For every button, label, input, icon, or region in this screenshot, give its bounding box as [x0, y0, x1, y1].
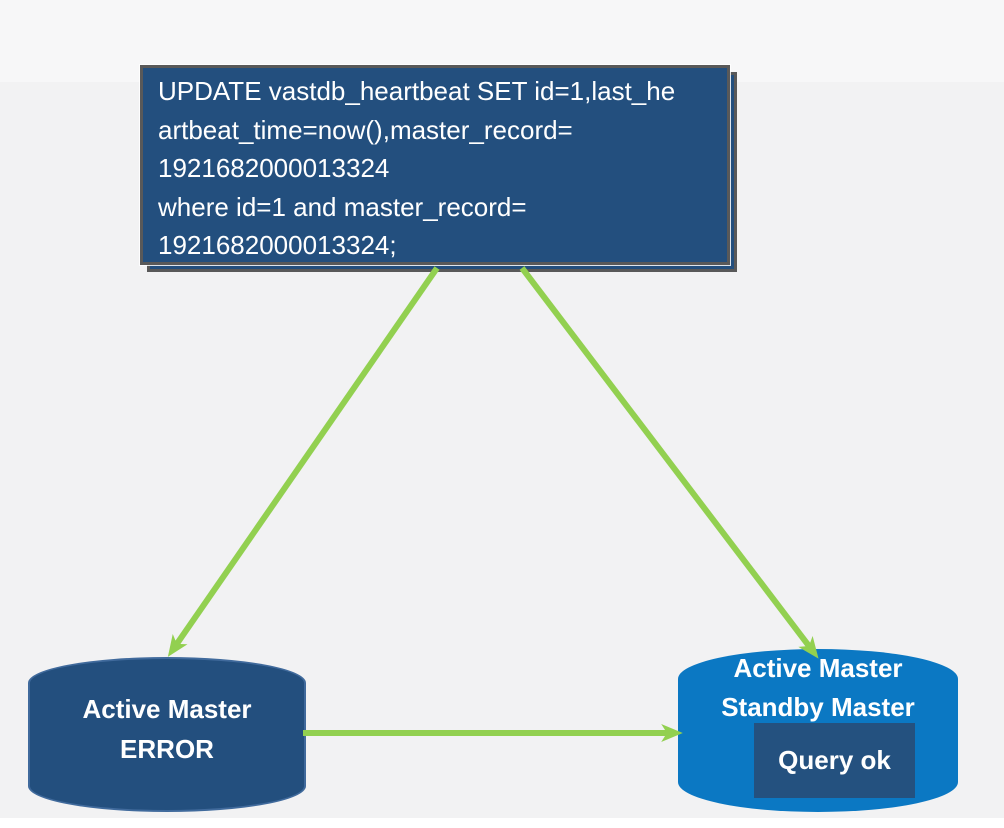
sql-line: 1921682000013324: [158, 153, 390, 184]
node-active-master-standby: Active Master Standby Master Query ok: [678, 649, 958, 812]
query-ok-label: Query ok: [778, 745, 891, 775]
sql-line: where id=1 and master_record=: [158, 191, 527, 222]
background-bottom-strip: [0, 818, 1004, 828]
node-standby-labels: Active Master Standby Master: [678, 649, 958, 727]
sql-line: 1921682000013324;: [158, 230, 397, 261]
edge-sql-to-error: [167, 266, 440, 657]
edge-sql-to-standby: [519, 266, 819, 659]
node-label: Active Master: [82, 694, 252, 724]
node-label: Standby Master: [721, 692, 915, 722]
node-label: ERROR: [120, 734, 214, 764]
sql-line: artbeat_time=now(),master_record=: [158, 114, 573, 145]
query-ok-badge: Query ok: [754, 723, 915, 798]
sql-statement-box: UPDATE vastdb_heartbeat SET id=1,last_he…: [139, 64, 731, 266]
sql-line: UPDATE vastdb_heartbeat SET id=1,last_he: [158, 76, 676, 106]
node-active-master-error: Active Master ERROR: [28, 657, 306, 812]
node-label: Active Master: [733, 653, 903, 683]
node-error-labels: Active Master ERROR: [30, 689, 304, 769]
